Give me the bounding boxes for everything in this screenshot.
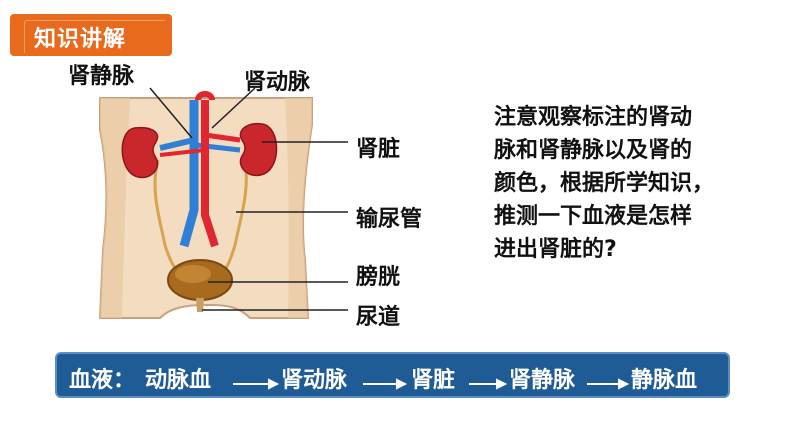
note-line: 进出肾脏的? <box>494 237 617 262</box>
arrow-head-icon <box>396 378 408 390</box>
note-line: 颜色，根据所学知识， <box>494 171 715 196</box>
flow-arrows <box>233 378 630 390</box>
kidney-left <box>121 126 159 179</box>
flow-step: 肾动脉 <box>281 368 348 393</box>
kidney-right <box>239 122 278 177</box>
flow-step: 肾脏 <box>411 368 456 393</box>
flow-step: 静脉血 <box>631 368 698 393</box>
section-tag-title: 知识讲解 <box>34 27 127 52</box>
note-line: 注意观察标注的肾动 <box>494 105 693 130</box>
section-tag: 知识讲解 <box>10 14 172 56</box>
label-bladder: 膀胱 <box>356 265 401 290</box>
urethra-shape <box>196 298 204 312</box>
renal-vein-left <box>159 137 195 151</box>
arrow-head-icon <box>268 378 280 390</box>
bladder-highlight <box>175 265 211 283</box>
note-line: 推测一下血液是怎样 <box>494 204 693 229</box>
label-kidney: 肾脏 <box>356 137 401 162</box>
arrow-head-icon <box>496 378 508 390</box>
flow-prefix: 血液： <box>69 368 136 393</box>
arrow-head-icon <box>618 378 630 390</box>
aorta <box>201 100 219 248</box>
renal-artery-right <box>204 132 241 143</box>
label-urethra: 尿道 <box>356 305 401 330</box>
observation-note: 注意观察标注的肾动 脉和肾静脉以及肾的 颜色，根据所学知识， 推测一下血液是怎样… <box>494 101 774 266</box>
leader-renal-artery <box>211 87 256 129</box>
note-line: 脉和肾静脉以及肾的 <box>494 138 693 163</box>
flow-step: 肾静脉 <box>509 368 576 393</box>
label-ureter: 输尿管 <box>356 207 423 232</box>
flow-step: 动脉血 <box>145 368 212 393</box>
torso-shading-right <box>285 98 312 318</box>
renal-artery-left <box>159 148 206 157</box>
section-tag-frame <box>24 20 165 53</box>
inferior-vena-cava <box>179 100 199 248</box>
blood-flow-box: 血液： 动脉血 肾动脉 肾脏 肾静脉 静脉血 <box>55 352 730 398</box>
label-renal-artery: 肾动脉 <box>244 70 311 95</box>
leader-renal-vein <box>149 87 193 139</box>
label-renal-vein: 肾静脉 <box>68 64 135 89</box>
aortic-top <box>195 91 215 101</box>
